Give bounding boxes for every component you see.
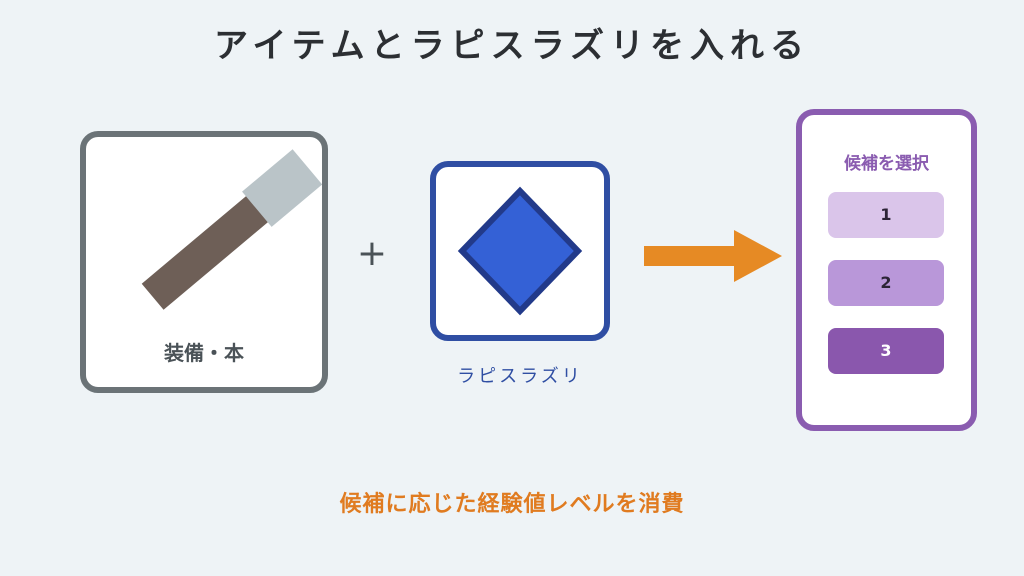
candidate-option-1[interactable]: 1 [828,192,944,238]
item-card[interactable]: 装備・本 [80,131,328,393]
page-title: アイテムとラピスラズリを入れる [214,26,810,66]
item-card-label: 装備・本 [164,341,244,365]
lapis-card[interactable] [430,161,610,341]
footer-note: 候補に応じた経験値レベルを消費 [339,492,685,517]
stick-icon [141,149,322,310]
candidate-option-2[interactable]: 2 [828,260,944,306]
candidate-option-3[interactable]: 3 [828,328,944,374]
arrow-right-icon [644,230,782,282]
plus-icon: + [356,233,388,274]
candidate-panel: 候補を選択 1 2 3 [796,109,977,431]
candidate-panel-title: 候補を選択 [844,154,929,174]
lapis-card-label: ラピスラズリ [457,366,583,387]
lapis-gem-icon [457,186,583,316]
